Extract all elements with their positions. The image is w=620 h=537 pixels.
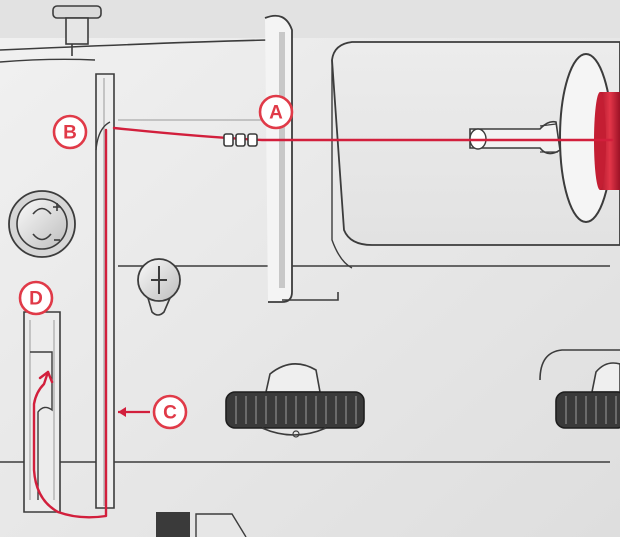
tension-dial-icon <box>9 191 75 257</box>
callout-d: D <box>20 282 52 314</box>
callout-c: C <box>154 396 186 428</box>
svg-text:C: C <box>163 403 177 424</box>
callout-a: A <box>260 96 292 128</box>
svg-text:A: A <box>269 103 283 124</box>
svg-text:D: D <box>29 289 43 310</box>
thread-guide-hooks <box>224 134 257 146</box>
svg-text:B: B <box>63 123 77 144</box>
base-parts <box>156 512 246 537</box>
lower-thread-guide <box>24 312 60 512</box>
callout-b: B <box>54 116 86 148</box>
